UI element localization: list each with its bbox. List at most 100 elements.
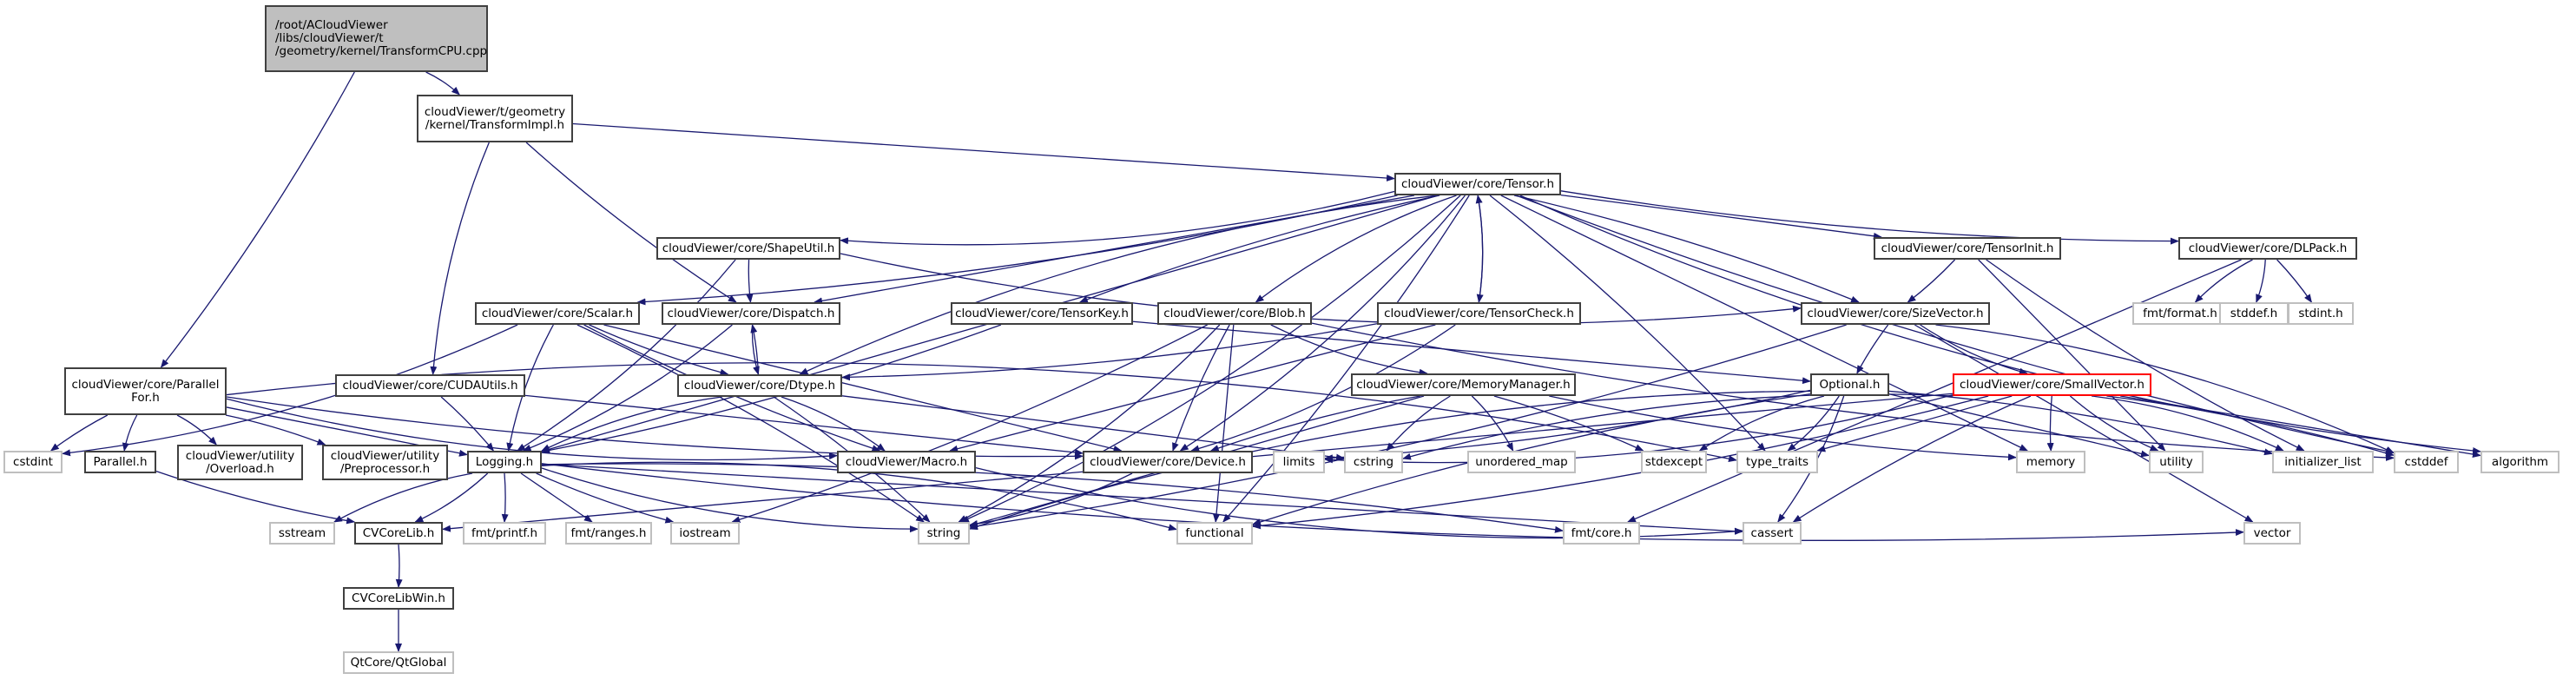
- edge-tensor-to-sizevector: [1513, 195, 1860, 303]
- edge-root-to-parallelfor: [160, 71, 355, 368]
- node-dispatch-h[interactable]: cloudViewer/core/Dispatch.h: [662, 302, 840, 325]
- edge-tensorinit-to-utility: [1978, 259, 2166, 452]
- node-scalar-h[interactable]: cloudViewer/core/Scalar.h: [475, 302, 640, 325]
- node-functional: functional: [1176, 522, 1253, 545]
- edge-dtype-to-dispatch: [750, 324, 760, 375]
- edge-parallelfor-to-parallel: [122, 414, 138, 452]
- edge-optional-to-type_traits: [1787, 395, 1840, 452]
- node-overload-h[interactable]: cloudViewer/utility /Overload.h: [177, 445, 303, 480]
- edge-cudautils-to-logging: [440, 396, 495, 452]
- node-macro-h[interactable]: cloudViewer/Macro.h: [837, 451, 976, 473]
- edge-transformimpl-to-tensor: [572, 122, 1395, 182]
- edge-dlpack-to-stdint: [2276, 259, 2312, 303]
- node-unordered-map: unordered_map: [1467, 451, 1576, 473]
- edge-dlpack-to-fmtformat: [2194, 259, 2253, 303]
- node-fmt-core-h: fmt/core.h: [1563, 522, 1640, 545]
- edge-logging-to-cassert: [541, 463, 1743, 535]
- node-fmt-ranges-h: fmt/ranges.h: [565, 522, 652, 545]
- node-sizevector-h[interactable]: cloudViewer/core/SizeVector.h: [1801, 302, 1990, 325]
- edge-dlpack-to-stddef: [2256, 259, 2266, 303]
- edge-smallvector-to-utility: [2069, 395, 2159, 452]
- edge-logging-to-fmtprintf: [501, 472, 509, 523]
- edge-parallelfor-to-overload: [176, 414, 217, 446]
- edge-tensor-to-dtype: [799, 195, 1438, 375]
- node-cstddef: cstddef: [2394, 451, 2459, 473]
- edge-parallelfor-to-cstdint: [49, 414, 109, 452]
- node-cvcorelibwin-h[interactable]: CVCoreLibWin.h: [343, 587, 454, 610]
- node-cvcorelib-h[interactable]: CVCoreLib.h: [354, 522, 443, 545]
- node-string: string: [918, 522, 970, 545]
- edge-smallvector-to-initializer_list: [2091, 395, 2284, 452]
- edge-tensor-to-algorithm: [1519, 195, 2481, 454]
- edge-tensorinit-to-sizevector: [1907, 259, 1956, 303]
- node-fmt-format-h: fmt/format.h: [2132, 302, 2228, 325]
- edge-shapeutil-to-logging: [517, 259, 736, 452]
- node-memory: memory: [2016, 451, 2085, 473]
- node-dtype-h[interactable]: cloudViewer/core/Dtype.h: [677, 374, 842, 397]
- node-cstdint: cstdint: [3, 451, 63, 473]
- node-tensorkey-h[interactable]: cloudViewer/core/TensorKey.h: [951, 302, 1133, 325]
- edge-tensor-to-cstddef: [1516, 195, 2395, 455]
- edge-tensorkey-to-optional: [1132, 320, 1811, 385]
- node-shapeutil-h[interactable]: cloudViewer/core/ShapeUtil.h: [656, 237, 840, 260]
- node-vector: vector: [2243, 522, 2301, 545]
- edge-logging-to-fmtcore: [541, 463, 1564, 533]
- edge-dtype-to-cstring: [841, 395, 1345, 461]
- edge-logging-to-string: [541, 467, 919, 533]
- edge-cudautils-to-device: [524, 394, 1084, 456]
- node-preprocessor-h[interactable]: cloudViewer/utility /Preprocessor.h: [322, 445, 448, 480]
- edge-sizevector-to-string: [969, 324, 1847, 530]
- node-device-h[interactable]: cloudViewer/core/Device.h: [1083, 451, 1253, 473]
- node-initializer-list: initializer_list: [2272, 451, 2374, 473]
- edge-tensorcheck-to-dtype: [841, 323, 1378, 381]
- node-parallelfor-h[interactable]: cloudViewer/core/Parallel For.h: [64, 367, 227, 415]
- edge-tensor-to-blob: [1255, 195, 1457, 303]
- node-parallel-h[interactable]: Parallel.h: [84, 451, 156, 473]
- edge-root-to-transformimpl: [425, 71, 460, 96]
- node-tensorcheck-h[interactable]: cloudViewer/core/TensorCheck.h: [1377, 302, 1581, 325]
- edge-optional-to-initializer_list: [1888, 390, 2273, 456]
- node-stdexcept: stdexcept: [1641, 451, 1707, 473]
- node-tensorinit-h[interactable]: cloudViewer/core/TensorInit.h: [1874, 237, 2061, 260]
- edge-blob-to-functional: [1213, 324, 1235, 523]
- edge-scalar-to-logging: [506, 324, 554, 452]
- edge-tensor-to-tensorkey: [1078, 195, 1440, 303]
- node-smallvector-h[interactable]: cloudViewer/core/SmallVector.h: [1953, 373, 2151, 396]
- edge-logging-to-fmtranges: [520, 472, 593, 523]
- node-logging-h[interactable]: Logging.h: [467, 451, 542, 473]
- edge-blob-to-memorymanager: [1270, 324, 1428, 376]
- node-cassert: cassert: [1743, 522, 1802, 545]
- edge-device-to-string: [969, 472, 1133, 528]
- edge-transformimpl-to-dispatch: [525, 142, 737, 303]
- edge-sizevector-to-smallvector: [1920, 324, 2028, 375]
- edge-smallvector-to-algorithm: [2120, 395, 2481, 458]
- edge-tensor-to-memory: [1500, 195, 2029, 452]
- edge-scalar-to-string: [576, 324, 925, 523]
- edge-tensorcheck-to-device: [1190, 324, 1456, 452]
- edge-scalar-to-device: [603, 324, 1123, 452]
- node-cudautils-h[interactable]: cloudViewer/core/CUDAUtils.h: [335, 374, 525, 397]
- edge-tensor-to-string: [959, 195, 1461, 523]
- node-transformcpu-cpp: /root/ACloudViewer /libs/cloudViewer/t /…: [265, 5, 488, 72]
- edge-tensorinit-to-initializer_list: [1986, 259, 2305, 452]
- edge-shapeutil-to-sizevector: [840, 253, 1802, 325]
- node-memorymanager-h[interactable]: cloudViewer/core/MemoryManager.h: [1351, 373, 1576, 396]
- node-blob-h[interactable]: cloudViewer/core/Blob.h: [1157, 302, 1312, 325]
- node-optional-h[interactable]: Optional.h: [1810, 373, 1889, 396]
- edge-blob-to-iostream: [731, 324, 1208, 524]
- edge-tensorcheck-to-macro: [949, 324, 1436, 452]
- edge-parallelfor-to-preprocessor: [225, 414, 326, 446]
- edge-dispatch-to-logging: [522, 324, 733, 452]
- edge-smallvector-to-cstddef: [2106, 395, 2395, 457]
- edge-memorymanager-to-memory: [1549, 395, 2017, 461]
- edge-optional-to-stdexcept: [1698, 395, 1825, 452]
- node-tensor-h[interactable]: cloudViewer/core/Tensor.h: [1394, 173, 1561, 195]
- edge-shapeutil-to-dispatch: [746, 259, 754, 303]
- node-algorithm: algorithm: [2480, 451, 2560, 473]
- node-dlpack-h[interactable]: cloudViewer/core/DLPack.h: [2178, 237, 2357, 260]
- edge-smallvector-to-memory: [2046, 395, 2054, 452]
- node-transformimpl-h[interactable]: cloudViewer/t/geometry /kernel/Transform…: [417, 95, 573, 142]
- edge-tensorcheck-to-tensor: [1475, 195, 1484, 303]
